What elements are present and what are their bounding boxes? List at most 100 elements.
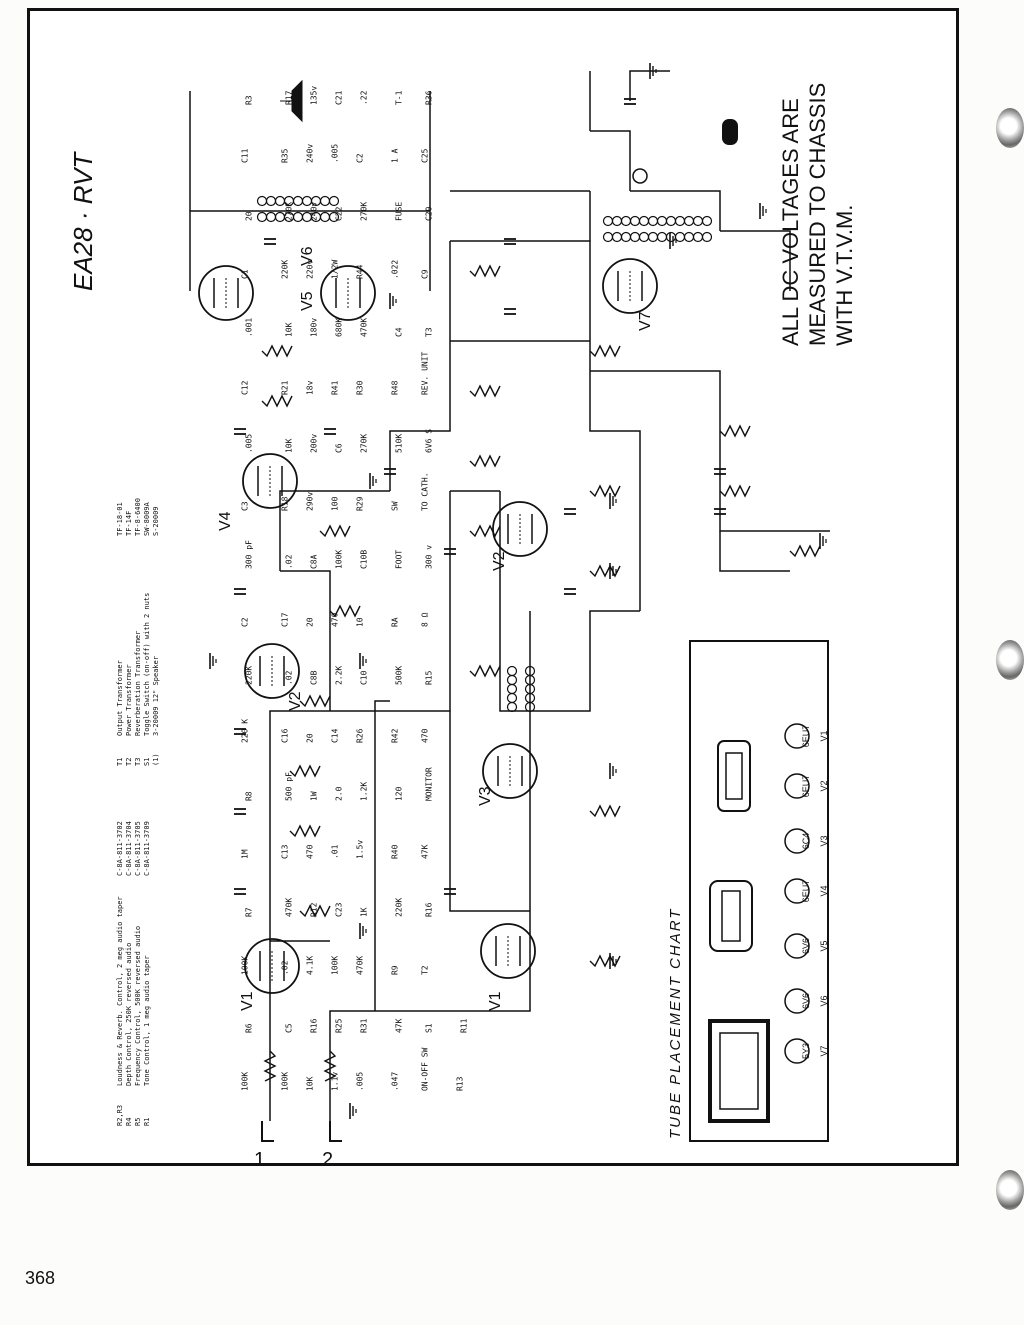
ground-symbol: [359, 923, 367, 939]
component-value-label: R16: [309, 1018, 318, 1033]
parts-ref: T1: [116, 758, 124, 766]
resistor-symbol: [589, 564, 621, 578]
parts-description: Reverberation Transformer: [134, 631, 142, 736]
component-value-label: 500K: [394, 666, 403, 685]
transformer-symbol: [256, 195, 340, 207]
resistor-symbol: [789, 544, 821, 558]
component-value-label: 470K: [284, 898, 293, 917]
tube-chart-title: TUBE PLACEMENT CHART: [667, 908, 684, 1139]
component-value-label: 2.2K: [334, 666, 343, 685]
component-value-label: R6: [244, 1023, 253, 1033]
circuit-wiring: [189, 70, 830, 1121]
power-plug-icon: [722, 119, 738, 145]
input-jack-symbol: [261, 1121, 274, 1142]
component-value-label: .22: [359, 90, 368, 105]
capacitor-symbol: [504, 238, 516, 245]
component-value-label: R11: [459, 1018, 468, 1033]
component-value-label: R3: [244, 95, 253, 105]
tube-socket-name: V5: [819, 940, 829, 951]
component-value-label: 470: [330, 612, 339, 627]
parts-number: TF-14F: [125, 511, 133, 536]
component-value-label: C1: [240, 269, 249, 279]
component-value-label: R12: [309, 902, 318, 917]
component-value-label: 470K: [355, 956, 364, 975]
resistor-symbol: [719, 484, 751, 498]
component-value-label: 20: [305, 617, 314, 627]
component-value-label: C4: [394, 327, 403, 337]
page-number: 368: [25, 1268, 56, 1288]
component-value-label: .001: [244, 318, 253, 337]
component-value-label: R30: [355, 380, 364, 395]
component-value-label: C13: [280, 844, 289, 859]
capacitor-symbol: [234, 728, 246, 735]
component-value-label: C9: [420, 269, 429, 279]
component-value-label: 47K: [394, 1018, 403, 1033]
component-value-label: 680K: [334, 318, 343, 337]
parts-number: C-8A-811-3704: [125, 821, 133, 876]
component-value-label: 10K: [305, 1076, 314, 1091]
component-value-label: 135v: [309, 86, 318, 105]
component-value-label: 1M: [240, 849, 249, 859]
tube-socket-code: 6EU7: [801, 775, 811, 798]
component-value-label: 470: [305, 844, 314, 859]
component-value-label: 18v: [305, 380, 314, 395]
ground-symbol: [819, 533, 827, 549]
component-value-label: .02: [284, 670, 293, 685]
component-value-label: 100: [330, 496, 339, 511]
tube-socket-name: V7: [819, 1045, 829, 1056]
vacuum-tube-symbol: [602, 258, 658, 314]
capacitor-symbol: [714, 468, 726, 475]
schematic-title: EA28 · RVT: [68, 151, 98, 291]
resistor-symbol: [263, 1050, 277, 1082]
component-value-label: 100K: [240, 956, 249, 975]
component-value-label: 20: [305, 733, 314, 743]
tube-label: V2: [287, 691, 304, 711]
capacitor-symbol: [564, 508, 576, 515]
component-value-label: 300 v: [424, 545, 433, 569]
vacuum-tube-symbol: [242, 453, 298, 509]
vacuum-tube-symbol: [244, 938, 300, 994]
component-value-label: TO CATH.: [420, 472, 429, 511]
parts-number: C-8A-811-3705: [134, 821, 142, 876]
component-value-label: R9: [390, 965, 399, 975]
parts-number: S-20009: [152, 506, 160, 536]
component-value-label: C23: [334, 902, 343, 917]
resistor-symbol: [299, 694, 331, 708]
vacuum-tube-symbol: [482, 743, 538, 799]
resistor-symbol: [589, 344, 621, 358]
transformer-symbol: [602, 215, 713, 227]
tube-label: V5: [299, 291, 316, 311]
binder-hole-middle: [996, 640, 1024, 680]
component-value-label: C21: [334, 90, 343, 105]
ground-symbol: [389, 293, 397, 309]
component-value-label: C22: [334, 206, 343, 221]
capacitor-symbol: [234, 428, 246, 435]
component-value-label: C2: [355, 153, 364, 163]
tube-label: V7: [637, 311, 654, 331]
component-value-label: SW: [390, 501, 399, 511]
component-value-label: 10K: [284, 438, 293, 453]
resistor-symbol: [323, 1050, 337, 1082]
component-value-label: C17: [280, 612, 289, 627]
vacuum-tube-symbol: [244, 643, 300, 699]
parts-description: Output Transformer: [116, 660, 124, 736]
binder-hole-top: [996, 108, 1024, 148]
component-value-label: 220K: [244, 666, 253, 685]
component-value-label: 100K: [330, 956, 339, 975]
ground-symbol: [649, 63, 657, 79]
parts-description: 3-20009 12" Speaker: [152, 656, 160, 736]
component-value-label: .047: [390, 1072, 399, 1091]
component-value-label: .02: [284, 554, 293, 569]
fuse-symbol: [632, 168, 648, 184]
capacitor-symbol: [384, 468, 396, 475]
parts-number: SW-8009A: [143, 501, 151, 536]
component-value-label: .005: [330, 144, 339, 163]
vacuum-tube-symbol: [198, 265, 254, 321]
